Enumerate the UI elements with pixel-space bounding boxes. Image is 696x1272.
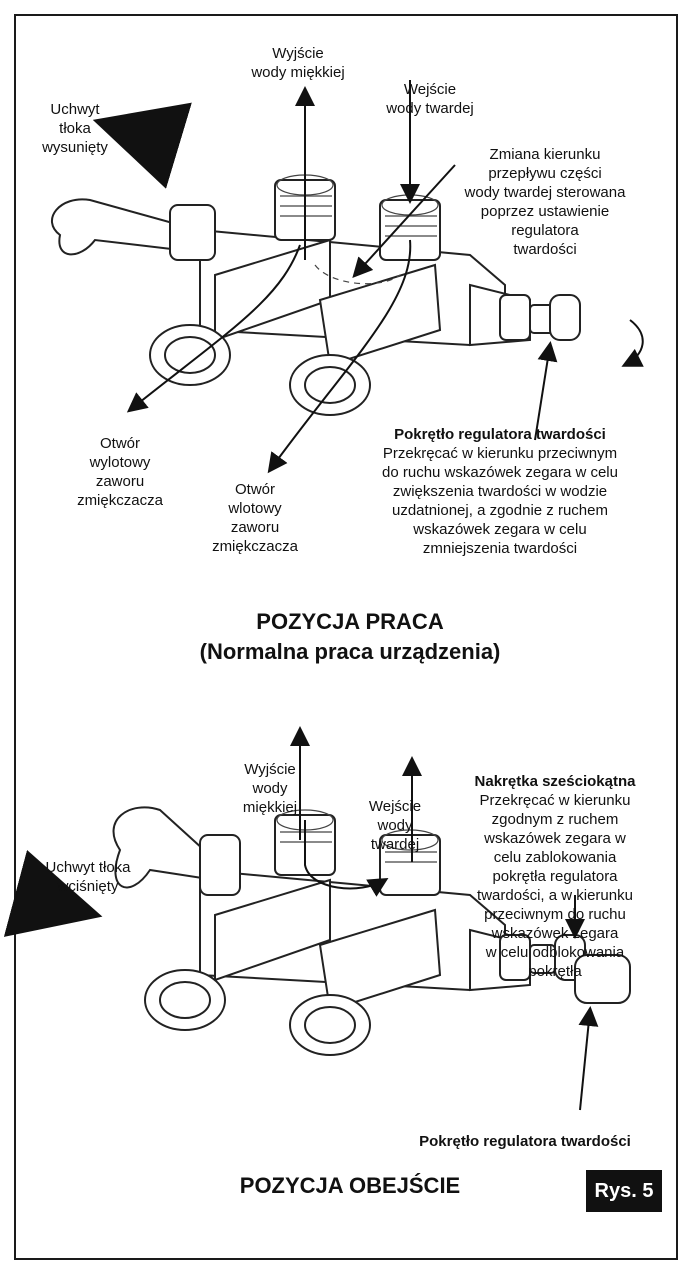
figure-frame: [14, 14, 678, 1260]
top-handle-extended-label: Uchwyt tłoka wysunięty: [42, 101, 108, 156]
top-knob-title: Pokrętło regulatora twardości: [394, 426, 606, 443]
top-inlet-port-label: Otwór wlotowy zaworu zmiękczacza: [212, 481, 298, 555]
bottom-hard-water-in-label: Wejście wody twardej: [368, 798, 422, 853]
bottom-caption-title: POZYCJA OBEJŚCIE: [239, 1173, 461, 1198]
bottom-handle-pressed-label: Uchwyt tłoka wciśnięty: [45, 859, 131, 895]
top-valve-body: [50, 179, 581, 416]
top-hard-water-in-label: Wejście wody twardej: [386, 81, 474, 117]
top-knob-description: Przekręcać w kierunku przeciwnym do ruch…: [382, 445, 618, 557]
figure-label: Rys. 5: [586, 1170, 662, 1212]
bottom-hex-nut-title: Nakrętka sześciokątna: [474, 773, 636, 790]
bottom-hex-nut-description: Przekręcać w kierunku zgodnym z ruchem w…: [477, 792, 633, 980]
top-outlet-port-label: Otwór wylotowy zaworu zmiękczacza: [77, 435, 163, 509]
bottom-soft-water-out-label: Wyjście wody miękkiej: [242, 761, 298, 816]
bottom-knob-title: Pokrętło regulatora twardości: [419, 1133, 631, 1150]
bottom-valve-body: [112, 806, 631, 1056]
top-caption-title: POZYCJA PRACA: [256, 609, 444, 634]
top-caption-subtitle: (Normalna praca urządzenia): [199, 639, 501, 664]
top-flow-change-label: Zmiana kierunku przepływu części wody tw…: [464, 146, 626, 258]
top-soft-water-out-label: Wyjście wody miękkiej: [251, 45, 345, 81]
